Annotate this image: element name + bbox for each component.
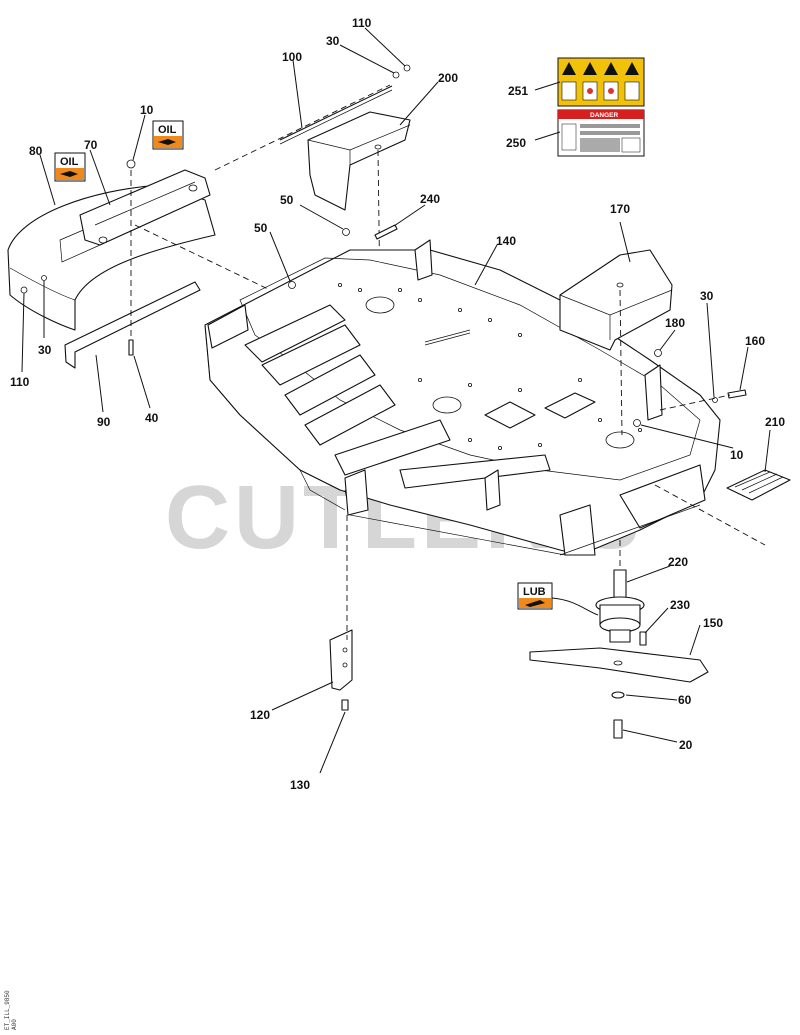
oil-badge-right: OIL bbox=[152, 120, 184, 150]
washer-30-left bbox=[41, 275, 47, 281]
callout-70: 70 bbox=[84, 138, 98, 152]
callout-120: 120 bbox=[250, 708, 270, 722]
figure-revision: A00 bbox=[11, 1019, 18, 1030]
belt-guard-200 bbox=[307, 111, 411, 211]
callout-100: 100 bbox=[282, 50, 302, 64]
callout-250: 250 bbox=[506, 136, 526, 150]
callout-220: 220 bbox=[668, 555, 688, 569]
nut-180 bbox=[654, 349, 662, 357]
callout-60: 60 bbox=[678, 693, 692, 707]
callout-110-top: 110 bbox=[352, 16, 372, 30]
nut-10-left bbox=[126, 159, 136, 169]
belt-cover-80 bbox=[7, 184, 216, 331]
callout-251: 251 bbox=[508, 84, 528, 98]
callout-30-right: 30 bbox=[700, 289, 714, 303]
callout-40: 40 bbox=[145, 411, 159, 425]
callout-90: 90 bbox=[97, 415, 111, 429]
callout-labels: 110 30 100 200 251 250 10 70 80 50 240 5… bbox=[10, 16, 785, 792]
callout-140: 140 bbox=[496, 234, 516, 248]
nut-50-top bbox=[342, 228, 350, 236]
callout-20: 20 bbox=[679, 738, 693, 752]
spindle-cover-170 bbox=[559, 249, 673, 351]
callout-130: 130 bbox=[290, 778, 310, 792]
cover-strip-90 bbox=[64, 281, 201, 369]
callout-210: 210 bbox=[765, 415, 785, 429]
oil-badge-right-label: OIL bbox=[158, 124, 177, 136]
bolt-160 bbox=[727, 389, 747, 399]
leader-lines bbox=[21, 27, 771, 774]
oil-badge-left-label: OIL bbox=[60, 156, 79, 168]
bolt-130 bbox=[341, 699, 349, 711]
callout-160: 160 bbox=[745, 334, 765, 348]
deflector-bracket-120 bbox=[329, 629, 353, 691]
callout-110-left: 110 bbox=[10, 375, 30, 389]
figure-reference: ET_ILL_9850 bbox=[4, 990, 11, 1030]
nut-10-right bbox=[633, 419, 641, 427]
nut-110-left bbox=[20, 286, 28, 294]
callout-150: 150 bbox=[703, 616, 723, 630]
callout-170: 170 bbox=[610, 202, 630, 216]
spindle-assembly-220 bbox=[595, 569, 645, 643]
callout-50-left: 50 bbox=[254, 221, 268, 235]
callout-50-top: 50 bbox=[280, 193, 294, 207]
callout-200: 200 bbox=[438, 71, 458, 85]
callout-230: 230 bbox=[670, 598, 690, 612]
lub-badge: LUB bbox=[517, 582, 553, 610]
bolt-240 bbox=[374, 224, 398, 240]
callout-180: 180 bbox=[665, 316, 685, 330]
callout-240: 240 bbox=[420, 192, 440, 206]
callout-10-left: 10 bbox=[140, 103, 154, 117]
cutting-blade-150 bbox=[529, 647, 709, 683]
callout-30-left: 30 bbox=[38, 343, 52, 357]
nut-50-left bbox=[288, 281, 296, 289]
washer-60 bbox=[611, 691, 625, 699]
decal-danger-label: DANGER bbox=[590, 112, 618, 119]
callout-30-top: 30 bbox=[326, 34, 340, 48]
screw-40 bbox=[128, 339, 134, 356]
decal-251-warning-symbols bbox=[557, 57, 645, 107]
lub-badge-label: LUB bbox=[523, 586, 546, 598]
deck-roller-210 bbox=[726, 469, 791, 501]
callout-80: 80 bbox=[29, 144, 43, 158]
nut-110-top bbox=[403, 64, 411, 72]
rod-100 bbox=[279, 85, 393, 141]
washer-30-top bbox=[392, 71, 400, 79]
callout-10-right: 10 bbox=[730, 448, 744, 462]
bolt-20 bbox=[613, 719, 623, 739]
decal-250-danger: DANGER bbox=[557, 109, 645, 157]
oil-badge-left: OIL bbox=[54, 152, 86, 182]
bolt-230 bbox=[639, 631, 647, 646]
cover-bracket-70 bbox=[79, 169, 211, 246]
